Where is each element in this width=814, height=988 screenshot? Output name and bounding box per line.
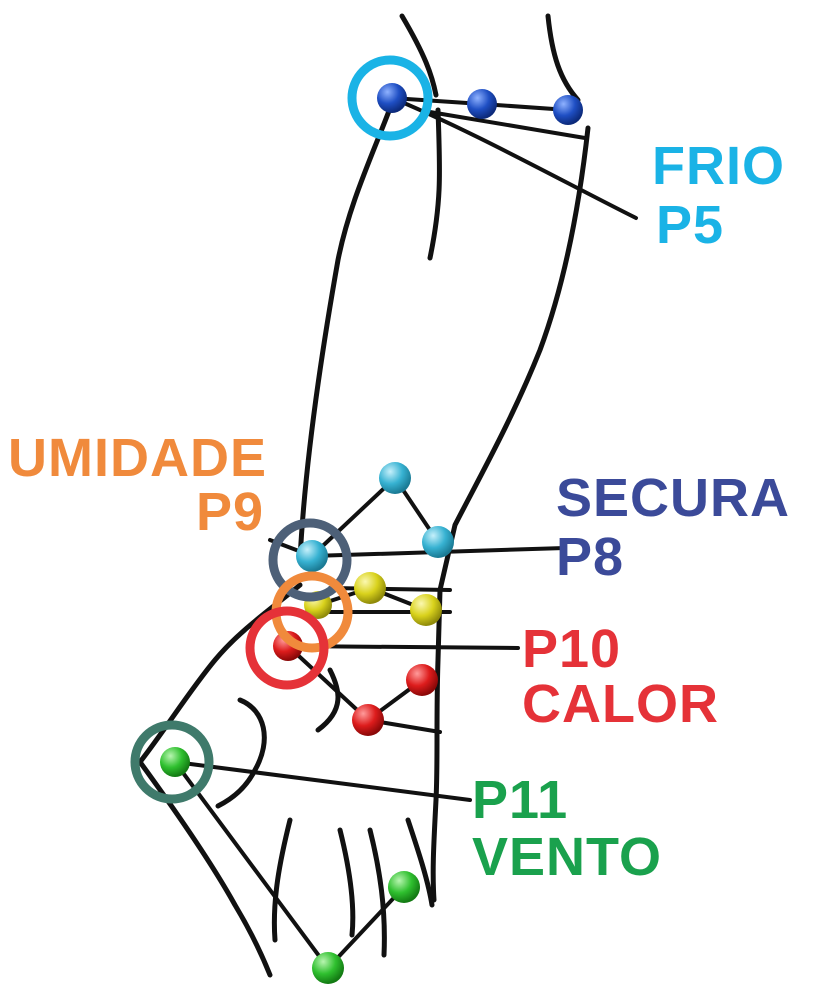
acupoint-p5 [377,83,407,113]
acupoint-dot [406,664,438,696]
label-umidade-name: UMIDADE [8,428,267,488]
label-vento-name: VENTO [472,827,662,887]
acupoint-dot [422,526,454,558]
label-calor-point: P10 [522,619,621,679]
label-frio-point: P5 [656,195,724,255]
acupoint-dot [354,572,386,604]
acupoint-dot [388,871,420,903]
acupoint-dot [379,462,411,494]
acupoint-dot [467,89,497,119]
acupoint-dot [553,95,583,125]
labels: FRIO P5 UMIDADE P9 SECURA P8 P10 CALOR P… [8,136,790,887]
acupoint-dot [410,594,442,626]
label-calor-name: CALOR [522,674,719,734]
label-secura-name: SECURA [556,468,790,528]
acupoint-p8 [296,540,328,572]
label-frio-name: FRIO [652,136,785,196]
label-secura-point: P8 [556,527,624,587]
acupoint-dot [352,704,384,736]
label-umidade-point: P9 [196,482,264,542]
acupoint-dot [312,952,344,984]
label-vento-point: P11 [472,770,568,830]
acupoint-p11 [160,747,190,777]
